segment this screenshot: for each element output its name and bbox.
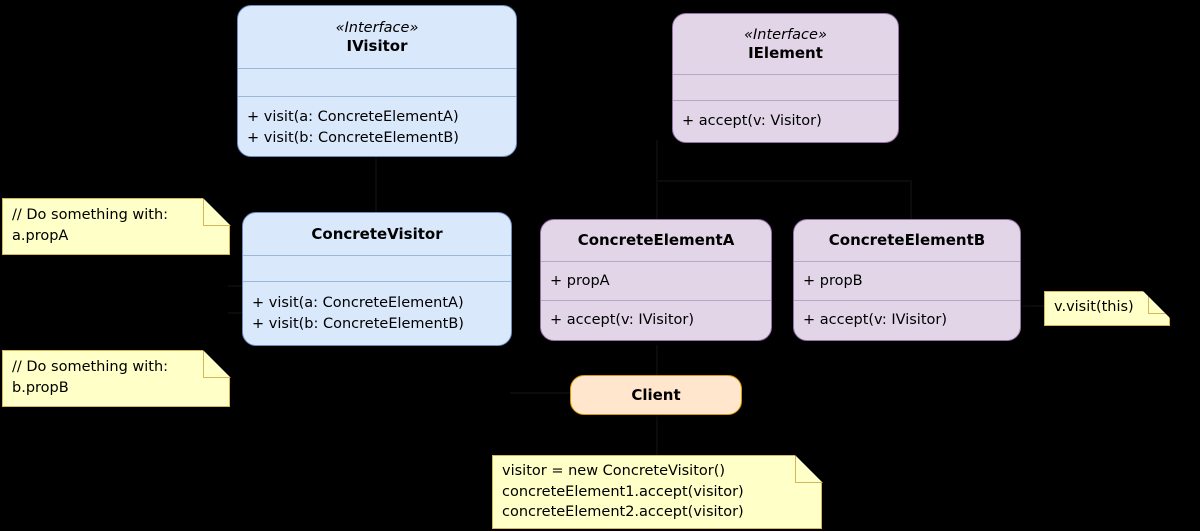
ivisitor-operations: + visit(a: ConcreteElementA) + visit(b: …: [238, 96, 516, 156]
concrete-element-b-name: ConcreteElementB: [828, 231, 986, 250]
concrete-element-b-header: ConcreteElementB: [794, 220, 1020, 261]
edge-ivisitor-concretevisitor: [375, 155, 377, 215]
note-text: // Do something with: b.propB: [12, 359, 169, 396]
concrete-element-a-attribute: + propA: [550, 272, 610, 289]
edge-ielement-bus: [656, 180, 911, 182]
concrete-element-b-attributes: + propB: [794, 261, 1020, 300]
class-box-client[interactable]: Client: [570, 375, 742, 415]
concrete-visitor-header: ConcreteVisitor: [243, 213, 511, 255]
note-text: v.visit(this): [1054, 299, 1134, 315]
note-fold-cut-icon: [794, 454, 823, 483]
class-box-concrete-visitor[interactable]: ConcreteVisitor + visit(a: ConcreteEleme…: [242, 212, 512, 346]
concrete-visitor-attributes: [243, 255, 511, 281]
concrete-element-a-operation: + accept(v: IVisitor): [550, 312, 695, 329]
client-header: Client: [571, 376, 741, 414]
edge-ielement-concreteelementa: [656, 140, 658, 180]
concrete-element-a-header: ConcreteElementA: [541, 220, 771, 261]
ielement-attributes: [673, 74, 898, 100]
edge-client-concreteelementa: [656, 345, 658, 375]
concrete-element-a-attributes: + propA: [541, 261, 771, 300]
class-box-concrete-element-a[interactable]: ConcreteElementA + propA + accept(v: IVi…: [540, 219, 772, 341]
concrete-visitor-operations: + visit(a: ConcreteElementA) + visit(b: …: [243, 281, 511, 345]
ielement-operations: + accept(v: Visitor): [673, 100, 898, 142]
edge-note-propb-anchor: [228, 312, 248, 314]
concrete-visitor-operation: + visit(a: ConcreteElementA): [252, 294, 464, 311]
note-fold-cut-icon: [202, 197, 231, 226]
ielement-operation: + accept(v: Visitor): [682, 113, 822, 130]
ielement-stereotype: «Interface»: [744, 26, 827, 43]
concrete-visitor-name: ConcreteVisitor: [311, 224, 443, 243]
ivisitor-attributes: [238, 68, 516, 96]
note-fold-cut-icon: [1142, 290, 1171, 319]
class-box-concrete-element-b[interactable]: ConcreteElementB + propB + accept(v: IVi…: [793, 219, 1021, 341]
ielement-header: «Interface» IElement: [673, 14, 898, 74]
note-do-something-prop-b[interactable]: // Do something with: b.propB: [2, 349, 231, 407]
note-text: // Do something with: a.propA: [12, 207, 169, 244]
edge-bus-concreteelementb: [910, 180, 912, 220]
note-do-something-prop-a[interactable]: // Do something with: a.propA: [2, 197, 231, 255]
edge-client-note: [656, 415, 658, 455]
concrete-element-b-operation: + accept(v: IVisitor): [803, 312, 948, 329]
ielement-name: IElement: [748, 43, 823, 62]
ivisitor-operation: + visit(a: ConcreteElementA): [247, 108, 459, 125]
ivisitor-operation: + visit(b: ConcreteElementB): [247, 129, 459, 146]
ivisitor-stereotype: «Interface»: [335, 19, 419, 36]
note-v-visit-this[interactable]: v.visit(this): [1044, 290, 1171, 326]
note-text: visitor = new ConcreteVisitor() concrete…: [502, 463, 744, 521]
concrete-element-a-name: ConcreteElementA: [577, 231, 735, 250]
class-box-ielement[interactable]: «Interface» IElement + accept(v: Visitor…: [672, 13, 899, 143]
edge-note-propa-anchor: [228, 285, 248, 287]
concrete-element-b-operations: + accept(v: IVisitor): [794, 300, 1020, 340]
concrete-visitor-operation: + visit(b: ConcreteElementB): [252, 315, 464, 332]
ivisitor-name: IVisitor: [346, 36, 408, 55]
concrete-element-a-operations: + accept(v: IVisitor): [541, 300, 771, 340]
note-fold-cut-icon: [202, 349, 231, 378]
concrete-element-b-attribute: + propB: [803, 272, 863, 289]
ivisitor-header: «Interface» IVisitor: [238, 6, 516, 68]
note-client-code[interactable]: visitor = new ConcreteVisitor() concrete…: [492, 454, 823, 529]
edge-note-visitthis-anchor: [1022, 305, 1044, 307]
edge-client-visitor-link: [510, 392, 570, 394]
client-name: Client: [631, 385, 681, 404]
class-box-ivisitor[interactable]: «Interface» IVisitor + visit(a: Concrete…: [237, 5, 517, 157]
edge-bus-concreteelementa: [656, 180, 658, 220]
